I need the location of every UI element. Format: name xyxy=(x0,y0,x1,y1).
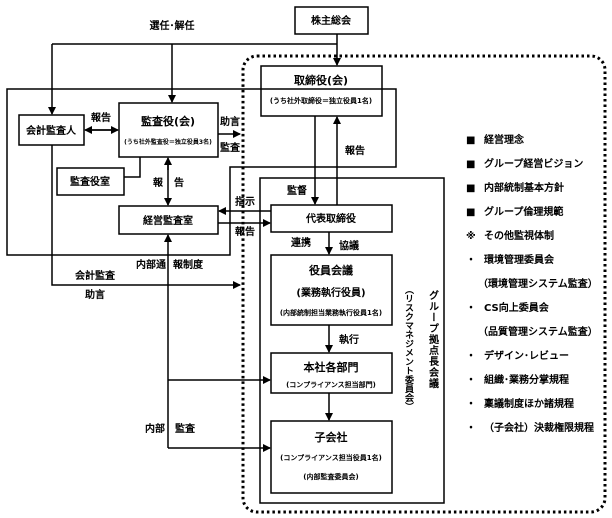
report-label: 報告 xyxy=(91,111,111,124)
policy-list: ■ 経営理念 ■ グループ経営ビジョン ■ 内部統制基本方針 ■ グループ倫理規範 ※ その他監視… xyxy=(466,133,598,434)
president-box: 代表取締役 xyxy=(270,204,393,233)
policy-item: 環境管理委員会 xyxy=(484,253,554,266)
report-to-president-label: 報告 xyxy=(235,225,255,238)
exec-meeting-note: (内部統制担当業務執行役員1名) xyxy=(280,308,382,317)
policy-bullet: ■ xyxy=(466,135,475,146)
policy-item: 組織･業務分掌規程 xyxy=(484,373,569,386)
policy-bullet: ・ xyxy=(466,303,476,314)
accounting-audit-label: 会計監査 xyxy=(75,269,116,282)
internal-audit-label-a: 内部 xyxy=(145,422,165,435)
instruct-label: 指示 xyxy=(235,195,255,208)
board-box: 取締役(会) (うち社外取締役＝独立役員1名) xyxy=(260,65,383,117)
shareholders-label: 株主総会 xyxy=(311,14,351,27)
policy-bullet: ■ xyxy=(466,183,475,194)
policy-bullet: ■ xyxy=(466,159,475,170)
group-meeting-label: グループ拠点長会議 xyxy=(427,289,439,389)
risk-committee-label: （リスクマネジメント委員会） xyxy=(403,285,415,411)
audit-frame xyxy=(6,88,397,256)
hq-divisions-label: 本社各部門 xyxy=(304,360,359,374)
policy-bullet: ・ xyxy=(466,255,476,266)
policy-item: グループ経営ビジョン xyxy=(484,157,583,170)
subsidiaries-label: 子会社 xyxy=(315,430,348,444)
accounting-audit-arrow xyxy=(51,145,241,289)
policy-bullet: ※ xyxy=(466,230,476,242)
policy-item: CS向上委員会 xyxy=(484,301,549,314)
advice-label: 助言 xyxy=(220,115,240,128)
policy-item: 経営理念 xyxy=(484,133,524,146)
shareholders-box: 株主総会 xyxy=(294,6,369,35)
internal-control-boundary xyxy=(241,54,607,514)
exec-meeting-box: 役員会議 (業務執行役員) (内部統制担当業務執行役員1名) xyxy=(270,254,393,326)
mgmt-audit-office-label: 経営監査室 xyxy=(143,214,193,227)
auditor-office-box: 監査役室 xyxy=(56,167,125,196)
report-to-board-label: 報告 xyxy=(345,144,365,157)
accounting-auditor-box: 会計監査人 xyxy=(18,114,85,146)
cooperate-label: 連携 xyxy=(291,236,311,249)
accounting-advice-label: 助言 xyxy=(85,288,105,301)
whistleblower-label-a: 内部通 xyxy=(136,258,166,271)
supervise-label: 監督 xyxy=(287,184,307,197)
policy-item: その他監視体制 xyxy=(484,229,554,242)
policy-item: グループ倫理規範 xyxy=(484,205,563,218)
policy-bullet: ・ xyxy=(466,423,476,434)
policy-item: （子会社）決裁権限規程 xyxy=(484,421,594,434)
consult-label: 協議 xyxy=(339,239,359,252)
auditors-sublabel: (うち社外監査役＝独立役員3名) xyxy=(124,138,212,146)
report-label-ho: 報 xyxy=(153,176,164,189)
whistleblower-label-b: 報制度 xyxy=(173,258,204,271)
policy-item: 内部統制基本方針 xyxy=(484,181,564,194)
internal-audit-label-b: 監査 xyxy=(175,422,196,435)
exec-meeting-label: 役員会議 xyxy=(308,263,353,277)
board-label: 取締役(会) xyxy=(294,73,348,87)
subsidiaries-box: 子会社 (コンプライアンス担当役員1名) (内部監査委員会) xyxy=(270,420,393,494)
audit-label: 監査 xyxy=(220,141,241,154)
policy-bullet: ・ xyxy=(466,399,476,410)
mgmt-audit-office-box: 経営監査室 xyxy=(118,205,219,235)
policy-item: デザイン･レビュー xyxy=(484,349,569,362)
exec-meeting-sublabel: (業務執行役員) xyxy=(296,286,365,299)
execution-frame xyxy=(259,177,445,504)
subsidiaries-note: (内部監査委員会) xyxy=(303,472,358,481)
policy-item: 稟議制度ほか諸規程 xyxy=(483,397,574,410)
auditors-label: 監査役(会) xyxy=(141,114,195,128)
policy-bullet: ■ xyxy=(466,207,475,218)
hq-divisions-box: 本社各部門 (コンプライアンス担当部門) xyxy=(270,352,393,394)
edge-labels: 選任･解任 報告 助言 監査 報 告 指示 報告 監督 報告 連携 協議 執行 … xyxy=(75,19,365,435)
policy-bullet: ・ xyxy=(466,351,476,362)
auditor-office-connector xyxy=(124,157,141,178)
subsidiaries-sublabel: (コンプライアンス担当役員1名) xyxy=(280,453,382,462)
policy-bullet: ・ xyxy=(466,375,476,386)
appoint-label: 選任･解任 xyxy=(150,19,195,32)
hq-divisions-sublabel: (コンプライアンス担当部門) xyxy=(286,380,376,389)
president-label: 代表取締役 xyxy=(305,212,357,225)
policy-item: （品質管理システム監査） xyxy=(478,325,598,338)
execute-label: 執行 xyxy=(339,333,359,346)
auditors-box: 監査役(会) (うち社外監査役＝独立役員3名) xyxy=(118,102,219,158)
auditor-office-label: 監査役室 xyxy=(70,175,110,188)
policy-item: （環境管理システム監査） xyxy=(478,277,598,290)
accounting-auditor-label: 会計監査人 xyxy=(26,124,77,137)
board-sublabel: (うち社外取締役＝独立役員1名) xyxy=(270,96,372,105)
report-label-koku: 告 xyxy=(174,176,184,189)
